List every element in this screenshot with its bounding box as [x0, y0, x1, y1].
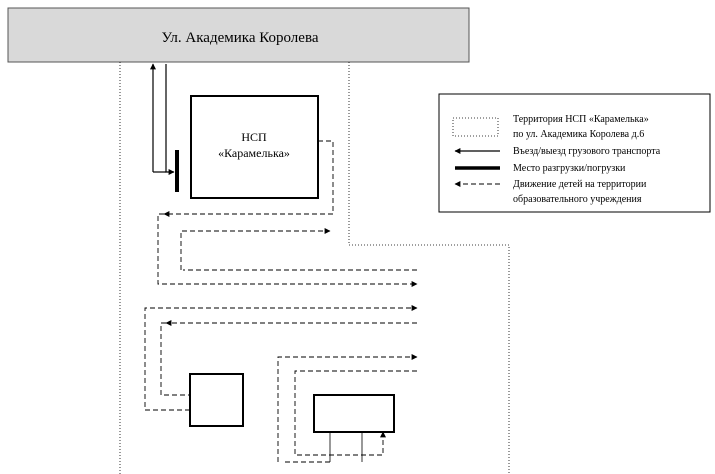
building-label-line2: «Карамелька» [218, 146, 290, 160]
legend-children-line2: образовательного учреждения [513, 194, 642, 205]
street: Ул. Академика Королева [7, 7, 470, 63]
child-path-7 [160, 322, 190, 396]
legend-children-line1: Движение детей на территории [513, 179, 647, 190]
children-paths [144, 140, 418, 463]
legend-territory-line2: по ул. Академика Королева д.6 [513, 129, 644, 140]
legend-box [438, 93, 711, 213]
child-path-5 [144, 305, 418, 411]
main-building: НСП «Карамелька» [190, 95, 319, 199]
street-road [7, 7, 470, 63]
child-path-8 [277, 354, 418, 462]
truck-route-down [165, 64, 175, 175]
legend-territory-swatch [452, 117, 499, 137]
outbuilding-left [189, 373, 244, 427]
legend: Территория НСП «Карамелька» по ул. Акаде… [438, 93, 711, 213]
child-path-1 [163, 140, 334, 217]
building-nsp-karamelka [190, 95, 319, 199]
legend-loading-label: Место разгрузки/погрузки [513, 163, 626, 174]
loading-zone [175, 150, 179, 192]
outbuilding-right [313, 394, 395, 433]
legend-truck-label: Въезд/выезд грузового транспорта [513, 146, 661, 157]
street-name: Ул. Академика Королева [162, 30, 319, 46]
child-path-2 [157, 213, 418, 287]
child-path-3 [180, 228, 331, 270]
child-path-9 [294, 370, 417, 456]
building-label-line1: НСП [241, 130, 267, 144]
outbuilding-right-annex [329, 432, 363, 462]
legend-territory-line1: Территория НСП «Карамелька» [513, 114, 649, 125]
truck-route [150, 63, 179, 192]
